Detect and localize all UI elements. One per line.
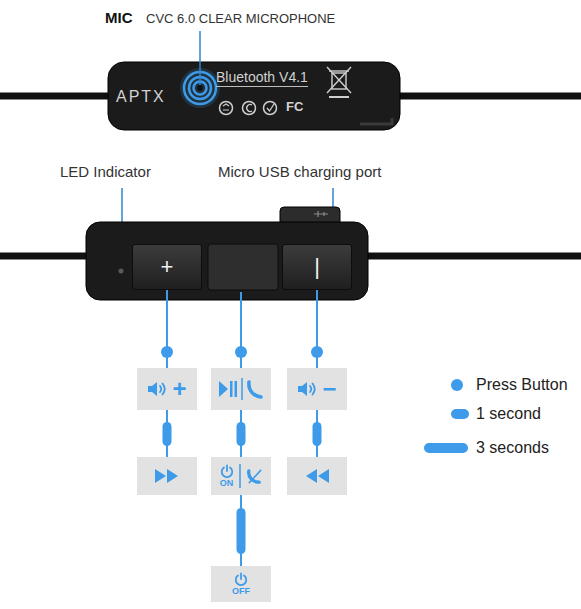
led [119,269,124,274]
speaker-icon-part [313,384,315,395]
device-marking: APTX [116,88,166,106]
speaker-icon-part [163,384,165,395]
power-group: OFF [232,572,250,596]
one-second-bar [313,422,322,446]
one-second-bar [163,422,172,446]
icon-box [211,368,271,410]
leader-line [199,31,201,85]
speaker-icon-part [160,386,161,392]
part-label: LED Indicator [60,164,151,181]
divider-icon-part [239,464,241,488]
legend-text: 3 seconds [476,438,549,458]
ce-logo [243,102,256,115]
endcall-icon-part [248,469,260,482]
c-tick-logo [264,102,277,115]
leader-line [332,188,334,207]
clip [360,118,392,124]
volume-sign: − [322,377,336,401]
endcall-icon [246,468,263,485]
remote-body [86,222,368,300]
divider-icon [238,464,242,488]
callout-label: MIC [105,10,133,27]
mic-module-body [108,62,400,130]
power-icon [220,464,234,478]
device-marking: Bluetooth V4.1 [216,69,308,87]
play-icon [219,381,228,397]
icon-box [137,457,197,495]
weee-cross [327,67,351,93]
speaker-icon [297,380,319,398]
press-dot [235,346,247,358]
power-off-box: OFF [211,566,271,602]
speaker-icon [147,380,169,398]
power-icon-part [226,465,228,471]
divider [241,378,243,400]
press-dot [161,346,173,358]
button-symbol: | [314,256,320,278]
mic-module: APTX Bluetooth V4.1FC [108,62,400,130]
legend-dot [451,379,463,391]
power-text: OFF [232,586,250,596]
press-dot [311,346,323,358]
volume-sign: + [172,377,186,401]
volume-down-button: | [282,244,352,290]
three-second-bar [237,508,246,554]
usb-symbol [314,211,328,217]
speaker-icon-part [310,386,311,392]
multi-button [208,244,278,290]
speaker-icon-part [148,382,157,396]
part-label: Micro USB charging port [218,164,381,181]
pause-icon [230,381,233,397]
recycle-logo [223,104,229,110]
power-text: ON [220,478,234,488]
device-marking: FC [286,100,303,115]
recycle-logo [220,102,233,115]
mic-hole [197,85,203,91]
pause-icon [235,381,238,397]
call-icon [249,382,261,397]
weee-bar [329,96,349,98]
volume-up-button: + [132,244,202,290]
legend-long-bar [424,443,468,453]
one-second-bar [237,422,246,446]
button-symbol: + [161,256,174,278]
legend-short-bar [451,409,469,419]
rewind-icon [306,469,329,483]
power-on-box: ON [211,457,271,495]
power-icon [234,572,248,586]
weee-cross [327,67,351,93]
c-tick-logo [267,104,274,111]
speaker-icon-part [298,382,307,396]
volume-up-box: + [137,368,197,410]
forward-icon [155,469,178,483]
legend-text: 1 second [476,404,541,424]
legend-samples [424,379,469,453]
ce-logo [247,105,252,112]
power-icon-part [240,573,242,579]
power-group: ON [220,464,234,488]
icon-box [287,457,347,495]
volume-down-box: − [287,368,347,410]
callout-label: CVC 6.0 CLEAR MICROPHONE [146,12,335,26]
legend-text: Press Button [476,375,568,395]
